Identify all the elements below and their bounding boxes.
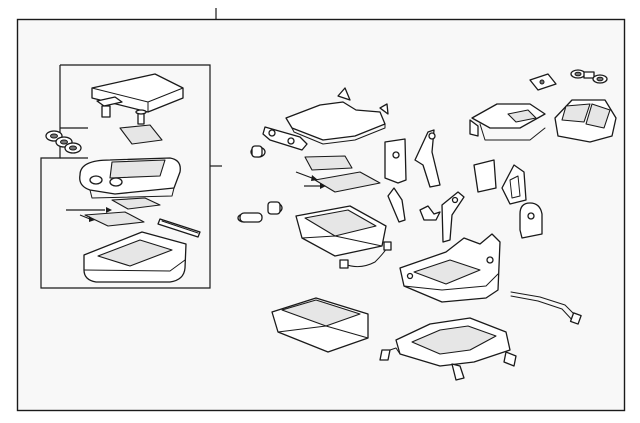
floor-bin-part <box>271 297 369 353</box>
cup-insert-part <box>469 103 546 141</box>
plug-part <box>250 145 266 158</box>
base-frame-part <box>379 317 517 381</box>
round-cover-part <box>519 202 543 239</box>
side-bracket-part <box>510 291 582 325</box>
cup-holder-part <box>554 99 617 143</box>
mat-upper-part <box>111 197 161 210</box>
wire-harness-part <box>339 241 392 269</box>
support-arm-part <box>441 191 465 243</box>
base-bin-part <box>83 231 187 283</box>
gaskets-part <box>45 130 82 154</box>
small-bracket-part <box>387 187 441 223</box>
lid-pad-part <box>119 124 163 145</box>
mounting-frame-part <box>399 233 501 303</box>
mat-pair-part <box>295 155 381 193</box>
hinge-plate-part <box>384 138 407 184</box>
clip-part <box>529 73 557 91</box>
trim-strip-part <box>157 218 201 238</box>
callout-group <box>40 64 222 289</box>
plug-pair-part <box>237 201 283 223</box>
mat-lower-part <box>66 207 145 227</box>
gasket-pair-part <box>570 69 608 84</box>
side-cover-part <box>473 159 527 205</box>
armrest-cover-part <box>285 87 389 145</box>
hinge-arm-part <box>414 129 441 188</box>
bracket-part <box>262 126 308 151</box>
screw-part <box>135 109 147 125</box>
upper-tray-part <box>79 157 181 199</box>
storage-tray-part <box>295 205 387 257</box>
latch-part <box>96 96 123 118</box>
